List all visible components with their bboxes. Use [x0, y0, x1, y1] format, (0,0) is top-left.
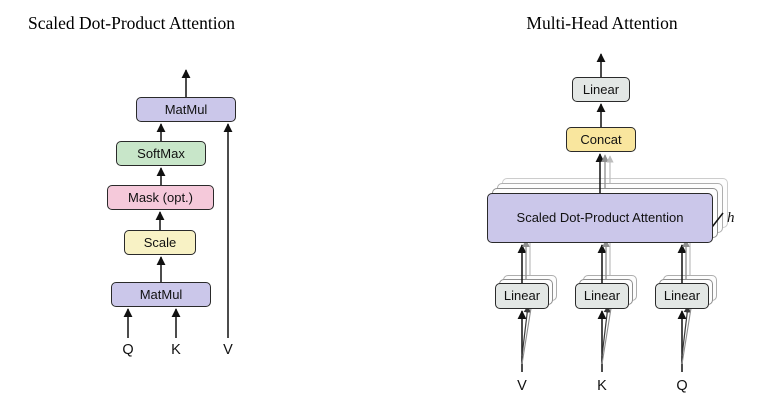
k-branch-arrow: [601, 305, 611, 357]
right-diagram-title: Multi-Head Attention: [526, 13, 678, 33]
q-branch-arrow: [681, 305, 691, 357]
v-label-right: V: [517, 378, 527, 394]
left-diagram-title: Scaled Dot-Product Attention: [28, 13, 236, 33]
k-branch-arrow: [601, 301, 615, 365]
softmax-box: SoftMax: [116, 141, 206, 166]
matmul-bottom-box: MatMul: [111, 282, 211, 307]
q-label-right: Q: [676, 378, 688, 394]
scale-box: Scale: [124, 230, 196, 255]
linear-k-box: Linear: [575, 283, 629, 309]
q-branch-arrow: [681, 301, 695, 365]
linear-q-box: Linear: [655, 283, 709, 309]
k-label-right: K: [597, 378, 607, 394]
q-label-left: Q: [122, 342, 134, 358]
sdpa-box: Scaled Dot-Product Attention: [487, 193, 713, 243]
sdpa-label: Scaled Dot-Product Attention: [516, 210, 684, 226]
v-branch-arrow: [521, 305, 531, 357]
mask-box: Mask (opt.): [107, 185, 214, 210]
k-label-left: K: [171, 342, 181, 358]
matmul-top-box: MatMul: [136, 97, 236, 122]
linear-top-box: Linear: [572, 77, 630, 102]
v-branch-arrow: [521, 301, 535, 365]
concat-box: Concat: [566, 127, 636, 152]
linear-v-box: Linear: [495, 283, 549, 309]
h-count-label: h: [727, 210, 735, 226]
v-label-left: V: [223, 342, 233, 358]
